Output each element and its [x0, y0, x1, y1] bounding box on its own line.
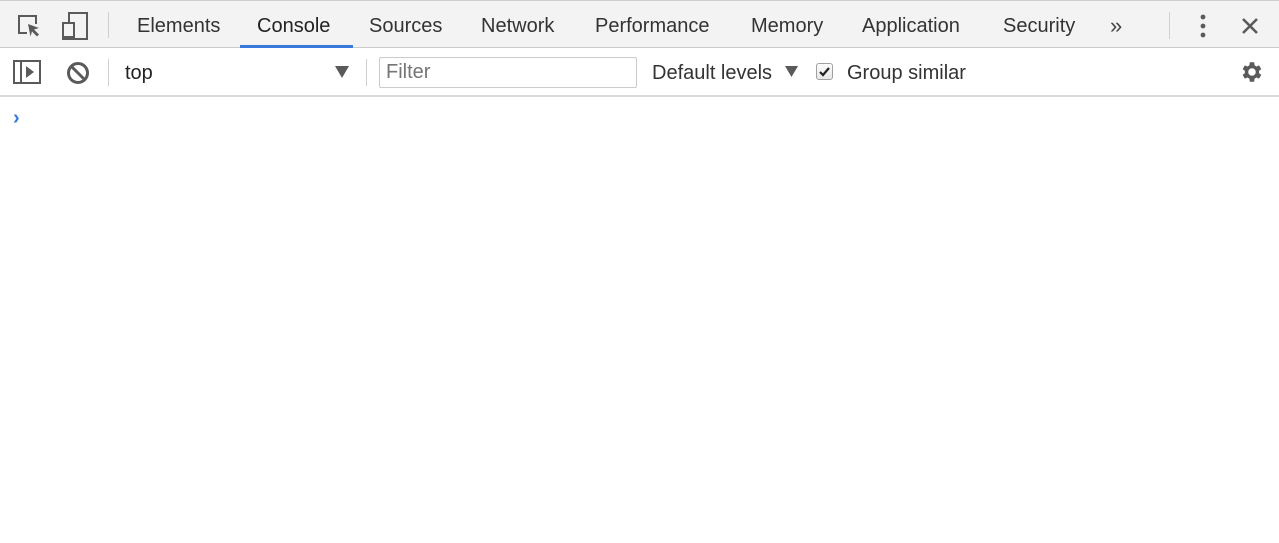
clear-console-icon[interactable]	[66, 61, 90, 85]
inspect-element-icon[interactable]	[16, 13, 42, 39]
divider	[108, 12, 109, 38]
tab-elements[interactable]: Elements	[137, 15, 221, 37]
filter-input[interactable]	[379, 57, 637, 88]
levels-dropdown-arrow-icon[interactable]	[784, 65, 799, 78]
more-tabs-button[interactable]: »	[1110, 13, 1123, 38]
group-similar-label[interactable]: Group similar	[847, 62, 966, 84]
tab-network[interactable]: Network	[481, 15, 555, 37]
checkmark-icon	[819, 67, 830, 77]
log-levels-dropdown[interactable]: Default levels	[652, 62, 773, 84]
context-dropdown-arrow-icon[interactable]	[334, 65, 350, 79]
tab-security[interactable]: Security	[1003, 15, 1076, 37]
group-similar-checkbox[interactable]	[816, 63, 833, 80]
divider	[108, 59, 109, 86]
settings-gear-icon[interactable]	[1238, 59, 1264, 85]
console-prompt[interactable]: ›	[13, 107, 20, 129]
kebab-menu-icon[interactable]	[1197, 13, 1209, 39]
devtools-tab-bar: Elements Console Sources Network Perform…	[0, 0, 1279, 48]
show-sidebar-icon[interactable]	[13, 60, 41, 84]
divider	[1169, 12, 1170, 39]
device-toolbar-icon[interactable]	[61, 12, 89, 40]
tab-performance[interactable]: Performance	[595, 15, 710, 37]
active-tab-indicator	[240, 45, 353, 48]
divider	[366, 59, 367, 86]
tab-application[interactable]: Application	[862, 15, 960, 37]
context-selector[interactable]: top	[125, 62, 153, 84]
tab-memory[interactable]: Memory	[751, 15, 824, 37]
tab-console[interactable]: Console	[257, 15, 331, 37]
tab-sources[interactable]: Sources	[369, 15, 443, 37]
close-icon[interactable]	[1240, 16, 1260, 36]
console-toolbar	[0, 48, 1279, 97]
